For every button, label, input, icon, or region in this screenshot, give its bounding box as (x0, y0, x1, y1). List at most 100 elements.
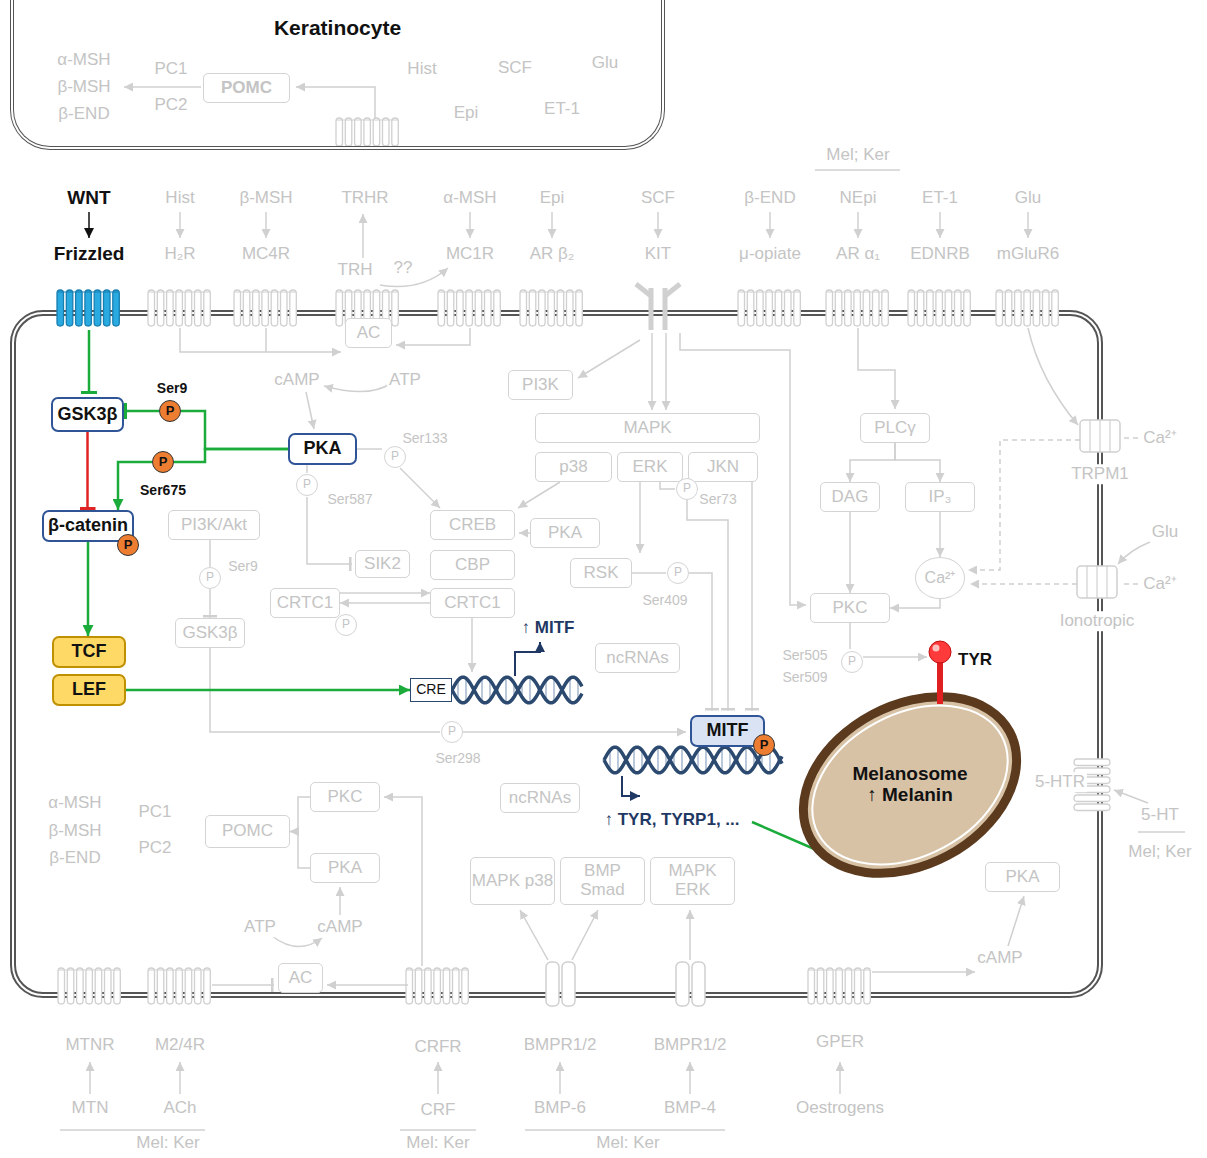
dna-rung (617, 748, 618, 772)
channel-symbol (1096, 566, 1097, 598)
receptor-symbol (438, 290, 445, 326)
dna-rung (481, 678, 482, 702)
channel-symbol (1099, 420, 1100, 452)
text-label: ↑ MITF (520, 618, 577, 638)
receptor-symbol (67, 968, 74, 1004)
melanosome-shape (773, 661, 1048, 908)
receptor-symbol (425, 968, 432, 1004)
receptor-symbol (529, 290, 536, 326)
pathway-line (179, 212, 181, 238)
text-label: BMPR1/2 (652, 1035, 729, 1055)
receptor-symbol (406, 970, 468, 971)
tyrosinase-symbol (937, 660, 943, 704)
text-label: GPER (814, 1032, 866, 1052)
process-box: GSK3β (175, 618, 245, 648)
text-label: M2/4R (153, 1035, 207, 1055)
pathway-line (1114, 790, 1148, 803)
process-box: JKN (688, 452, 758, 482)
dna-rung (569, 678, 570, 702)
pathway-line (1027, 212, 1029, 238)
receptor-symbol (936, 290, 943, 326)
text-label: BMP-4 (662, 1098, 718, 1118)
node-label: PI3K (522, 376, 559, 395)
text-label: TRPM1 (1069, 464, 1131, 484)
node-label: POMC (222, 822, 273, 841)
process-box: POMC (203, 73, 290, 103)
text-label: PC2 (136, 838, 173, 858)
pathway-line (89, 1062, 91, 1094)
process-box: CREB (430, 510, 515, 540)
text-label: EDNRB (908, 244, 972, 264)
receptor-symbol (243, 290, 250, 326)
pathway-line (1122, 583, 1138, 585)
receptor-symbol (336, 290, 343, 326)
text-label: β-MSH (55, 77, 112, 97)
receptor-symbol (738, 292, 800, 293)
node-label: P (342, 618, 350, 631)
node-label: DAG (832, 488, 869, 507)
receptor-symbol (262, 290, 269, 326)
pathway-line (559, 1062, 561, 1094)
text-label: Ionotropic (1058, 611, 1137, 631)
receptor-symbol (520, 292, 582, 293)
text-label: Mel; Ker (824, 145, 891, 165)
node-label: PKC (833, 599, 868, 618)
text-label: PC1 (152, 59, 189, 79)
receptor-symbol (383, 118, 390, 146)
text-label: Ser298 (433, 750, 482, 766)
channel-symbol (1106, 566, 1107, 598)
text-label: H₂R (162, 244, 197, 264)
receptor-symbol (964, 290, 971, 326)
node-label: p38 (559, 458, 587, 477)
receptor-symbol (1015, 290, 1022, 326)
node-label: MAPK p38 (472, 872, 553, 891)
text-label: MC4R (240, 244, 292, 264)
node-label: P (674, 566, 682, 579)
receptor-symbol (271, 290, 278, 326)
receptor-symbol (766, 290, 773, 326)
text-label: β-MSH (237, 188, 294, 208)
node-label: β-catenin (48, 516, 128, 536)
receptor-symbol (485, 290, 492, 326)
pathway-line (578, 340, 640, 378)
process-box: RSK (570, 558, 632, 588)
pathway-line (632, 572, 666, 574)
receptor-symbol (576, 290, 583, 326)
text-label: Hist (405, 59, 438, 79)
melanosome-shape (785, 673, 1035, 896)
pathway-line (212, 984, 274, 986)
node-label: AC (289, 969, 313, 988)
pathway-line (857, 212, 859, 238)
tyrosinase-symbol (933, 645, 940, 652)
pathway-line (306, 465, 308, 473)
bmp-receptor (546, 962, 559, 1006)
pathway-line (689, 573, 712, 711)
text-label: MTN (70, 1098, 111, 1118)
receptor-symbol (185, 968, 192, 1004)
node-label: P (166, 404, 175, 418)
receptor-symbol (567, 290, 574, 326)
receptor-symbol (85, 290, 92, 326)
receptor-symbol (557, 290, 564, 326)
receptor-symbol (415, 968, 422, 1004)
pathway-line (660, 482, 675, 489)
text-label: ?? (392, 258, 415, 278)
process-box: ERK (617, 452, 683, 482)
process-box: PI3K/Akt (168, 510, 260, 540)
pathway-line (362, 214, 364, 258)
receptor-symbol (845, 968, 852, 1004)
channel-symbol (1089, 420, 1090, 452)
receptor-symbol (1074, 759, 1110, 766)
pathway-line (400, 1129, 476, 1131)
pathway-line (839, 1062, 841, 1094)
process-box: IP₃ (905, 482, 975, 512)
pathway-line (849, 623, 851, 649)
pathway-line (469, 212, 471, 238)
phosphate-circle: P (117, 534, 139, 556)
process-box: AC (278, 963, 323, 993)
phosphate-circle: P (199, 567, 221, 589)
receptor-symbol (1024, 290, 1031, 326)
receptor-symbol (827, 968, 834, 1004)
receptor-symbol (86, 968, 93, 1004)
pathway-line (689, 910, 691, 960)
